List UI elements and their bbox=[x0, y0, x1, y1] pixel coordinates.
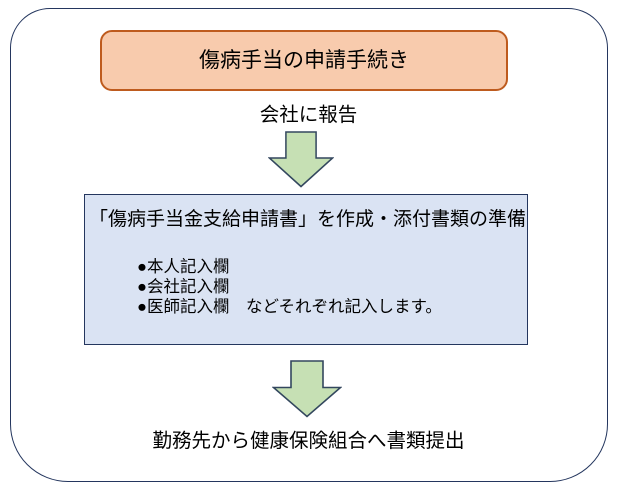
down-arrow-shape bbox=[268, 131, 334, 188]
prepare-box-heading: 「傷病手当金支給申請書」を作成・添付書類の準備 bbox=[89, 209, 527, 230]
down-arrow-icon bbox=[272, 360, 342, 418]
step-report-label: 会社に報告 bbox=[259, 104, 358, 126]
step-submit-label: 勤務先から健康保険組合へ書類提出 bbox=[152, 430, 465, 452]
bullet-item-doctor: ●医師記入欄 などそれぞれ記入します。 bbox=[137, 298, 442, 316]
rounded-outer-frame bbox=[10, 8, 608, 482]
prepare-bullet-list: ●本人記入欄 ●会社記入欄 ●医師記入欄 などそれぞれ記入します。 bbox=[85, 257, 527, 317]
down-arrow-icon bbox=[268, 131, 334, 188]
diagram-title: 傷病手当の申請手続き bbox=[199, 49, 409, 72]
prepare-process-box: 「傷病手当金支給申請書」を作成・添付書類の準備 ●本人記入欄 ●会社記入欄 ●医… bbox=[84, 194, 528, 345]
title-box: 傷病手当の申請手続き bbox=[100, 30, 508, 91]
down-arrow-shape bbox=[272, 360, 342, 418]
bullet-item-self: ●本人記入欄 bbox=[137, 258, 230, 276]
bullet-item-company: ●会社記入欄 bbox=[137, 278, 230, 296]
